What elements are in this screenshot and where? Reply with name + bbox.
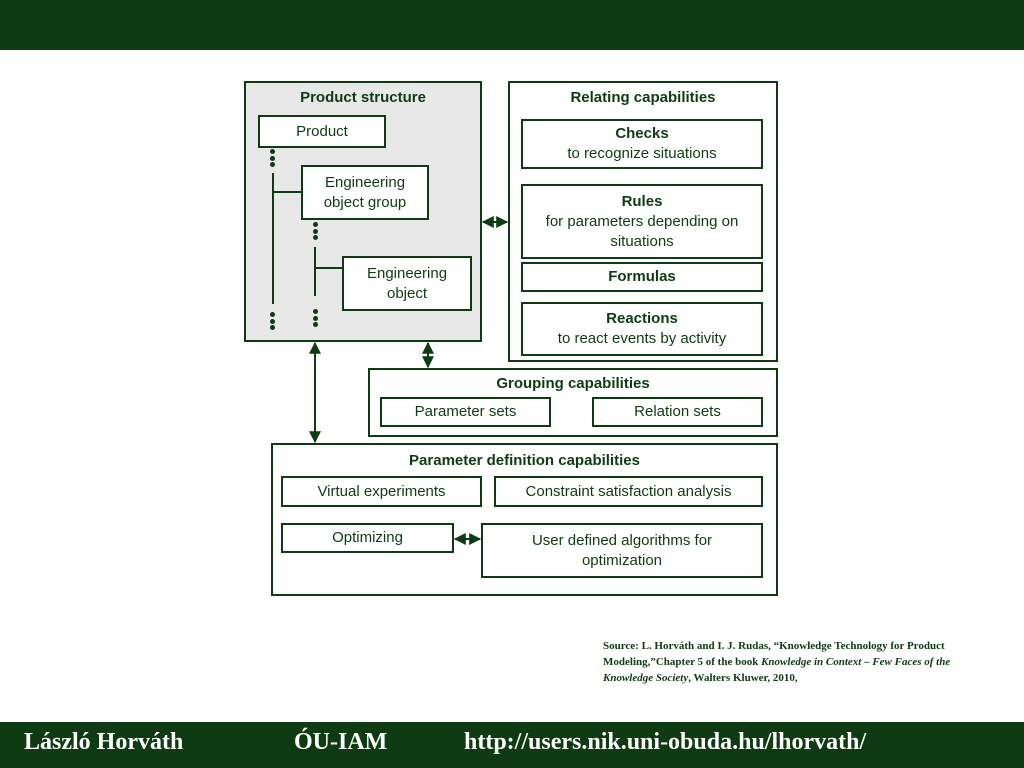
optimizing-label: Optimizing [332,529,403,546]
formulas-box: Formulas [521,262,763,292]
constraint-analysis-box: Constraint satisfaction analysis [494,476,763,507]
group-label-line2: object group [323,193,407,211]
ellipsis-dots [313,309,319,329]
title-bar: Expert-like capabilities [0,0,1024,96]
virtual-experiments-box: Virtual experiments [281,476,482,507]
grouping-capabilities-heading: Grouping capabilities [496,375,650,392]
reactions-desc: to react events by activity [557,330,727,347]
checks-box: Checks to recognize situations [521,119,763,169]
rules-title: Rules [621,192,663,210]
footer-url-link[interactable]: http://users.nik.uni-obuda.hu/lhorvath/ [464,729,867,755]
source-suffix: , Walters Kluwer, 2010, [688,672,798,684]
source-book-title: Knowledge in Context – Few Faces of the … [603,656,951,684]
product-box: Product [258,115,386,148]
user-defined-algorithms-box: User defined algorithms for optimization [481,523,763,578]
rules-desc-line1: for parameters depending on [545,212,739,230]
group-label-line1: Engineering [324,173,406,191]
rules-box: Rules for parameters depending on situat… [521,184,763,259]
product-label: Product [296,123,348,140]
engineering-object-box: Engineering object [342,256,472,311]
relation-sets-box: Relation sets [592,397,763,427]
object-label-line2: object [386,284,428,302]
constraint-analysis-label: Constraint satisfaction analysis [525,482,732,500]
tree-line-vertical-2 [314,247,316,296]
formulas-title: Formulas [608,268,676,285]
checks-title: Checks [615,125,669,142]
reactions-title: Reactions [606,310,678,327]
virtual-experiments-label: Virtual experiments [317,482,446,500]
ellipsis-dots [270,149,276,169]
source-prefix: Source: L. Horváth and I. J. Rudas, “Kno… [603,640,945,668]
footer-author: László Horváth [24,729,184,755]
tree-line-horizontal-2 [314,267,342,269]
user-defined-line1: User defined algorithms for [531,531,713,549]
parameter-sets-label: Parameter sets [414,403,517,420]
rules-desc-line2: situations [610,232,674,250]
checks-desc: to recognize situations [567,145,717,162]
product-structure-heading: Product structure [300,89,426,106]
ellipsis-dots [270,312,276,332]
engineering-object-group-box: Engineering object group [301,165,429,220]
object-label-line1: Engineering [366,264,448,282]
parameter-sets-box: Parameter sets [380,397,551,427]
relation-sets-label: Relation sets [634,403,721,420]
parameter-definition-heading: Parameter definition capabilities [409,452,640,469]
relating-capabilities-heading: Relating capabilities [570,89,716,106]
tree-line-horizontal-1 [272,191,301,193]
ellipsis-dots [313,222,319,242]
tree-line-vertical-1 [272,173,274,304]
reactions-box: Reactions to react events by activity [521,302,763,356]
optimizing-box: Optimizing [281,523,454,553]
footer-institution: ÓU-IAM [294,729,388,755]
source-citation: Source: L. Horváth and I. J. Rudas, “Kno… [603,638,998,686]
footer-bar: László Horváth ÓU-IAM http://users.nik.u… [0,722,1024,768]
user-defined-line2: optimization [581,551,663,569]
